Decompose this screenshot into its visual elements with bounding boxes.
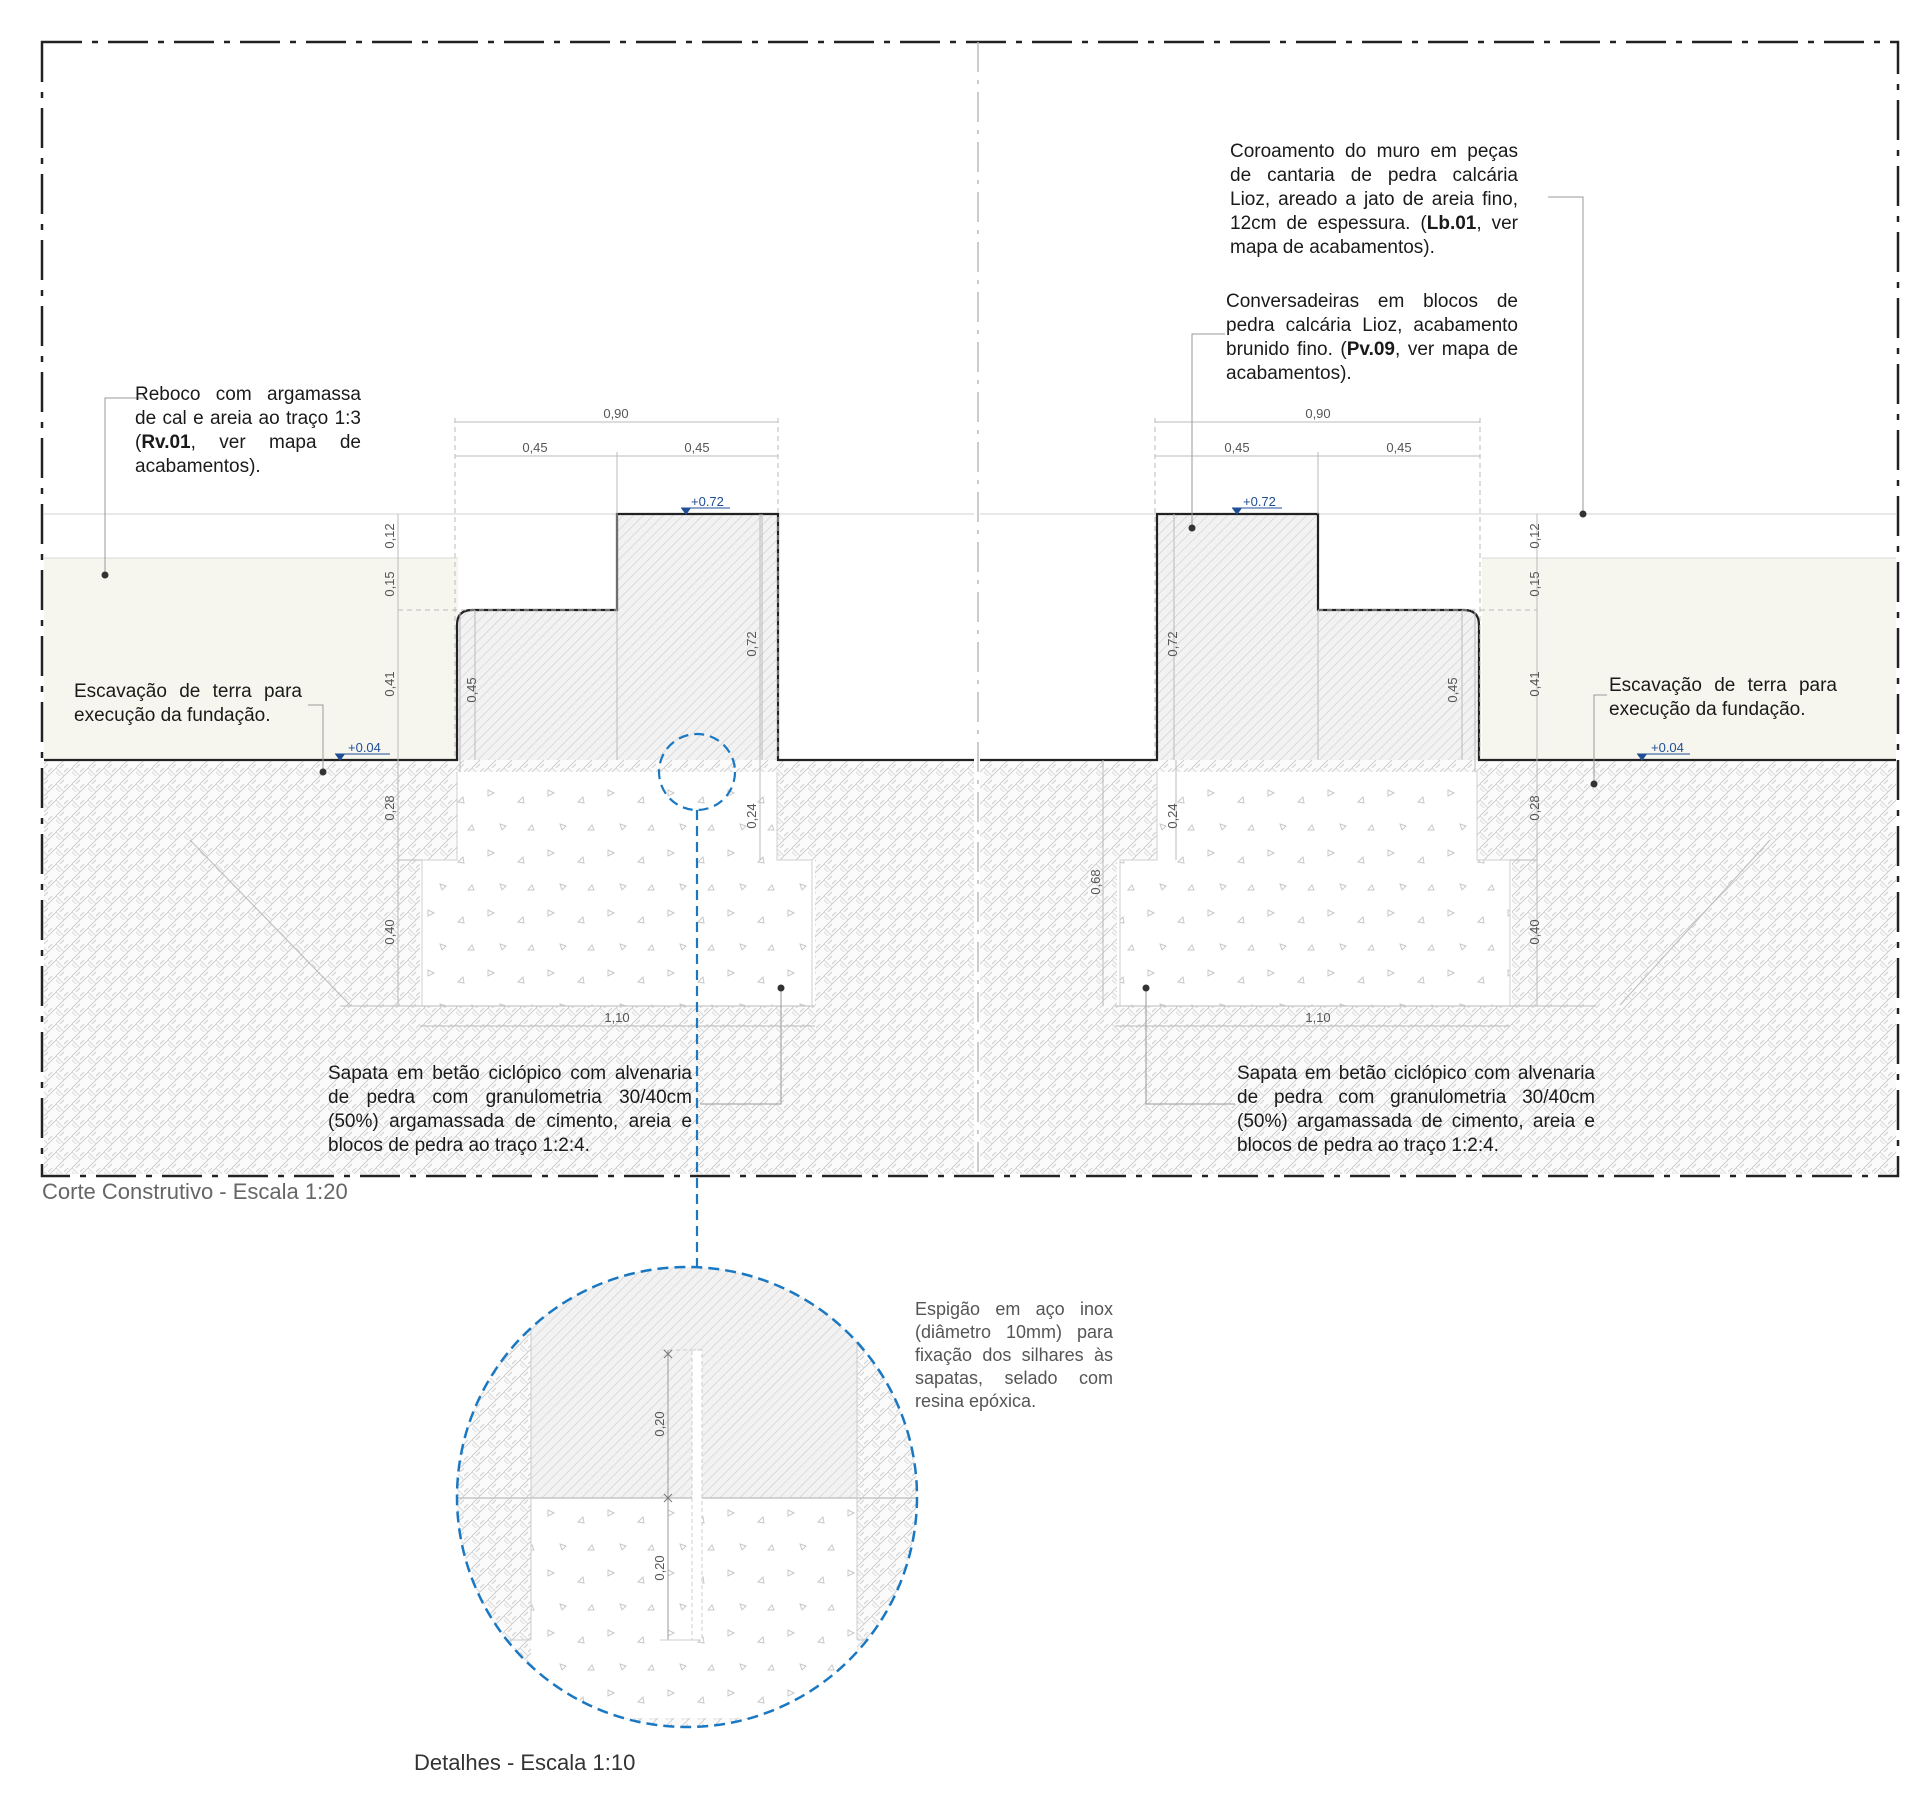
footing-right-lower — [1120, 860, 1510, 1006]
level-left-top: +0.72 — [691, 494, 724, 509]
render-band-right — [1482, 558, 1896, 760]
note-coroamento: Coroamento do muro em peças de cantaria … — [1230, 141, 1519, 258]
dim-right-041: 0,41 — [1527, 671, 1542, 696]
code-pv09: Pv.09 — [1346, 339, 1395, 360]
dim-right-bottom: 1,10 — [1305, 1010, 1330, 1025]
dim-right-015: 0,15 — [1527, 571, 1542, 596]
dim-left-top-b: 0,45 — [684, 440, 709, 455]
dim-right-045: 0,45 — [1445, 677, 1460, 702]
detail-dim-upper: 0,20 — [652, 1411, 667, 1436]
dim-right-top-a: 0,45 — [1224, 440, 1249, 455]
dim-left-072: 0,72 — [744, 631, 759, 656]
drawing-frame — [40, 40, 1900, 1178]
dim-right-top-b: 0,45 — [1386, 440, 1411, 455]
render-band-left — [44, 558, 458, 760]
dim-left-bottom: 1,10 — [604, 1010, 629, 1025]
section-caption: Corte Construtivo - Escala 1:20 — [42, 1179, 348, 1204]
dim-left-040: 0,40 — [382, 919, 397, 944]
dim-right-068: 0,68 — [1088, 869, 1103, 894]
dim-right-012: 0,12 — [1527, 523, 1542, 548]
footing-left-upper — [457, 772, 777, 862]
detail-caption: Detalhes - Escala 1:10 — [414, 1750, 636, 1775]
dim-right-024: 0,24 — [1165, 803, 1180, 828]
note-escavacao-left: Escavação de terra para execução da fund… — [74, 681, 302, 726]
left-section: 0,90 0,45 0,45 0,12 0,15 0,41 0,45 0,72 … — [44, 397, 974, 1174]
footing-right-upper — [1157, 772, 1477, 862]
dim-left-012: 0,12 — [382, 523, 397, 548]
dim-left-024: 0,24 — [744, 803, 759, 828]
detail-enlargement: 0,20 0,20 — [455, 1265, 919, 1729]
dim-left-041: 0,41 — [382, 671, 397, 696]
level-right-ground: +0.04 — [1651, 740, 1684, 755]
left-wall-outline — [44, 512, 974, 762]
steel-pin — [691, 1349, 703, 1641]
code-lb01: Lb.01 — [1426, 213, 1477, 234]
right-wall-outline — [980, 512, 1896, 762]
right-dimension-labels: 0,90 0,45 0,45 0,12 0,15 0,41 0,45 0,72 … — [1088, 406, 1542, 1025]
note-sapata-right: Sapata em betão ciclópico com alvenaria … — [1237, 1063, 1595, 1156]
dim-left-028: 0,28 — [382, 795, 397, 820]
note-sapata-left: Sapata em betão ciclópico com alvenaria … — [328, 1063, 692, 1156]
dim-right-040: 0,40 — [1527, 919, 1542, 944]
right-section: 0,90 0,45 0,45 0,12 0,15 0,41 0,45 0,72 … — [980, 196, 1896, 1174]
level-right-top: +0.72 — [1243, 494, 1276, 509]
note-escavacao-right: Escavação de terra para execução da fund… — [1609, 675, 1837, 720]
note-espigao: Espigão em aço inox (diâmetro 10mm) para… — [915, 1299, 1113, 1411]
detail-dim-lower: 0,20 — [652, 1555, 667, 1580]
note-conversadeiras: Conversadeiras em blocos de pedra calcár… — [1226, 291, 1519, 384]
level-left-ground: +0.04 — [348, 740, 381, 755]
footing-left-lower — [422, 860, 812, 1006]
dim-left-top-total: 0,90 — [603, 406, 628, 421]
dim-left-top-a: 0,45 — [522, 440, 547, 455]
dim-right-072: 0,72 — [1165, 631, 1180, 656]
code-rv01: Rv.01 — [141, 432, 191, 453]
note-reboco: Reboco com argamassa de cal e areia ao t… — [135, 384, 361, 477]
dim-right-028: 0,28 — [1527, 795, 1542, 820]
left-dimension-labels: 0,90 0,45 0,45 0,12 0,15 0,41 0,45 0,72 … — [382, 406, 759, 1025]
dim-left-015: 0,15 — [382, 571, 397, 596]
detail-callout — [657, 732, 737, 1266]
dim-left-045: 0,45 — [464, 677, 479, 702]
dim-right-top-total: 0,90 — [1305, 406, 1330, 421]
